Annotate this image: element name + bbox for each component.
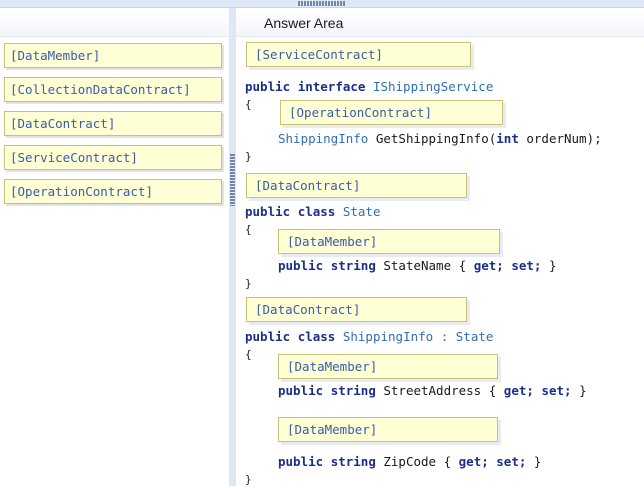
code-open-brace: { <box>245 98 252 111</box>
code-line-interface: public interface IShippingService <box>245 79 493 95</box>
code-property: StreetAddress <box>383 383 482 398</box>
code-property: ZipCode <box>383 454 437 469</box>
code-close-brace: } <box>245 277 252 290</box>
drop-slot-1[interactable]: [ServiceContract] <box>246 42 471 67</box>
code-close-brace: } <box>245 150 252 163</box>
code-property: StateName <box>383 258 452 273</box>
drop-slot-4[interactable]: [DataMember] <box>278 229 500 254</box>
top-splitter-bar <box>0 0 644 8</box>
options-pane: [DataMember] [CollectionDataContract] [D… <box>0 8 229 486</box>
options-pane-header <box>0 8 229 37</box>
code-keyword: int <box>496 131 519 146</box>
drop-slot-7[interactable]: [DataMember] <box>278 417 498 442</box>
code-type: ShippingInfo <box>342 329 434 344</box>
code-keyword: set; <box>511 258 542 273</box>
drop-slot-5[interactable]: [DataContract] <box>246 297 467 322</box>
drop-slot-3[interactable]: [DataContract] <box>246 173 467 198</box>
option-datacontract[interactable]: [DataContract] <box>4 111 222 136</box>
code-type: ShippingInfo <box>278 131 369 146</box>
code-colon: : <box>440 329 449 344</box>
code-keyword: get; <box>473 258 504 273</box>
code-line-class-shippinginfo: public class ShippingInfo : State <box>245 329 493 345</box>
drop-slot-6[interactable]: [DataMember] <box>278 354 498 379</box>
option-collectiondatacontract[interactable]: [CollectionDataContract] <box>4 77 222 102</box>
option-servicecontract[interactable]: [ServiceContract] <box>4 145 222 170</box>
drop-slot-2[interactable]: [OperationContract] <box>280 100 503 125</box>
code-param: orderNum); <box>526 131 602 146</box>
code-keyword: get; <box>503 383 534 398</box>
code-line-streetaddress: public string StreetAddress { get; set; … <box>278 383 587 398</box>
code-keyword: set; <box>496 454 527 469</box>
code-keyword: public <box>278 454 324 469</box>
code-keyword: string <box>330 258 376 273</box>
code-keyword: public <box>278 383 324 398</box>
horizontal-resize-grip[interactable] <box>298 1 346 6</box>
code-keyword: public <box>245 329 291 344</box>
answer-area-title: Answer Area <box>264 15 344 31</box>
code-line-class-state: public class State <box>245 204 381 220</box>
option-datamember[interactable]: [DataMember] <box>4 43 222 68</box>
answer-area-header: Answer Area <box>236 8 644 37</box>
code-type: State <box>455 329 494 344</box>
code-line-zipcode: public string ZipCode { get; set; } <box>278 454 542 469</box>
code-keyword: public <box>278 258 324 273</box>
option-operationcontract[interactable]: [OperationContract] <box>4 179 222 204</box>
code-keyword: string <box>330 454 376 469</box>
code-open-brace: { <box>245 348 252 361</box>
code-line-method: ShippingInfo GetShippingInfo(int orderNu… <box>278 131 602 147</box>
code-keyword: public <box>245 79 291 94</box>
code-close-brace: } <box>245 473 252 486</box>
code-method: GetShippingInfo( <box>375 131 497 146</box>
code-type: State <box>342 204 381 219</box>
answer-area-pane: Answer Area [ServiceContract] public int… <box>236 8 644 486</box>
code-keyword: class <box>297 329 336 344</box>
code-keyword: interface <box>297 79 366 94</box>
pane-splitter[interactable] <box>229 8 236 486</box>
code-keyword: set; <box>541 383 572 398</box>
code-line-statename: public string StateName { get; set; } <box>278 258 557 273</box>
vertical-resize-grip[interactable] <box>230 154 235 206</box>
code-keyword: get; <box>458 454 489 469</box>
code-keyword: class <box>297 204 336 219</box>
code-type: IShippingService <box>372 79 494 94</box>
code-keyword: string <box>330 383 376 398</box>
code-keyword: public <box>245 204 291 219</box>
code-open-brace: { <box>245 223 252 236</box>
